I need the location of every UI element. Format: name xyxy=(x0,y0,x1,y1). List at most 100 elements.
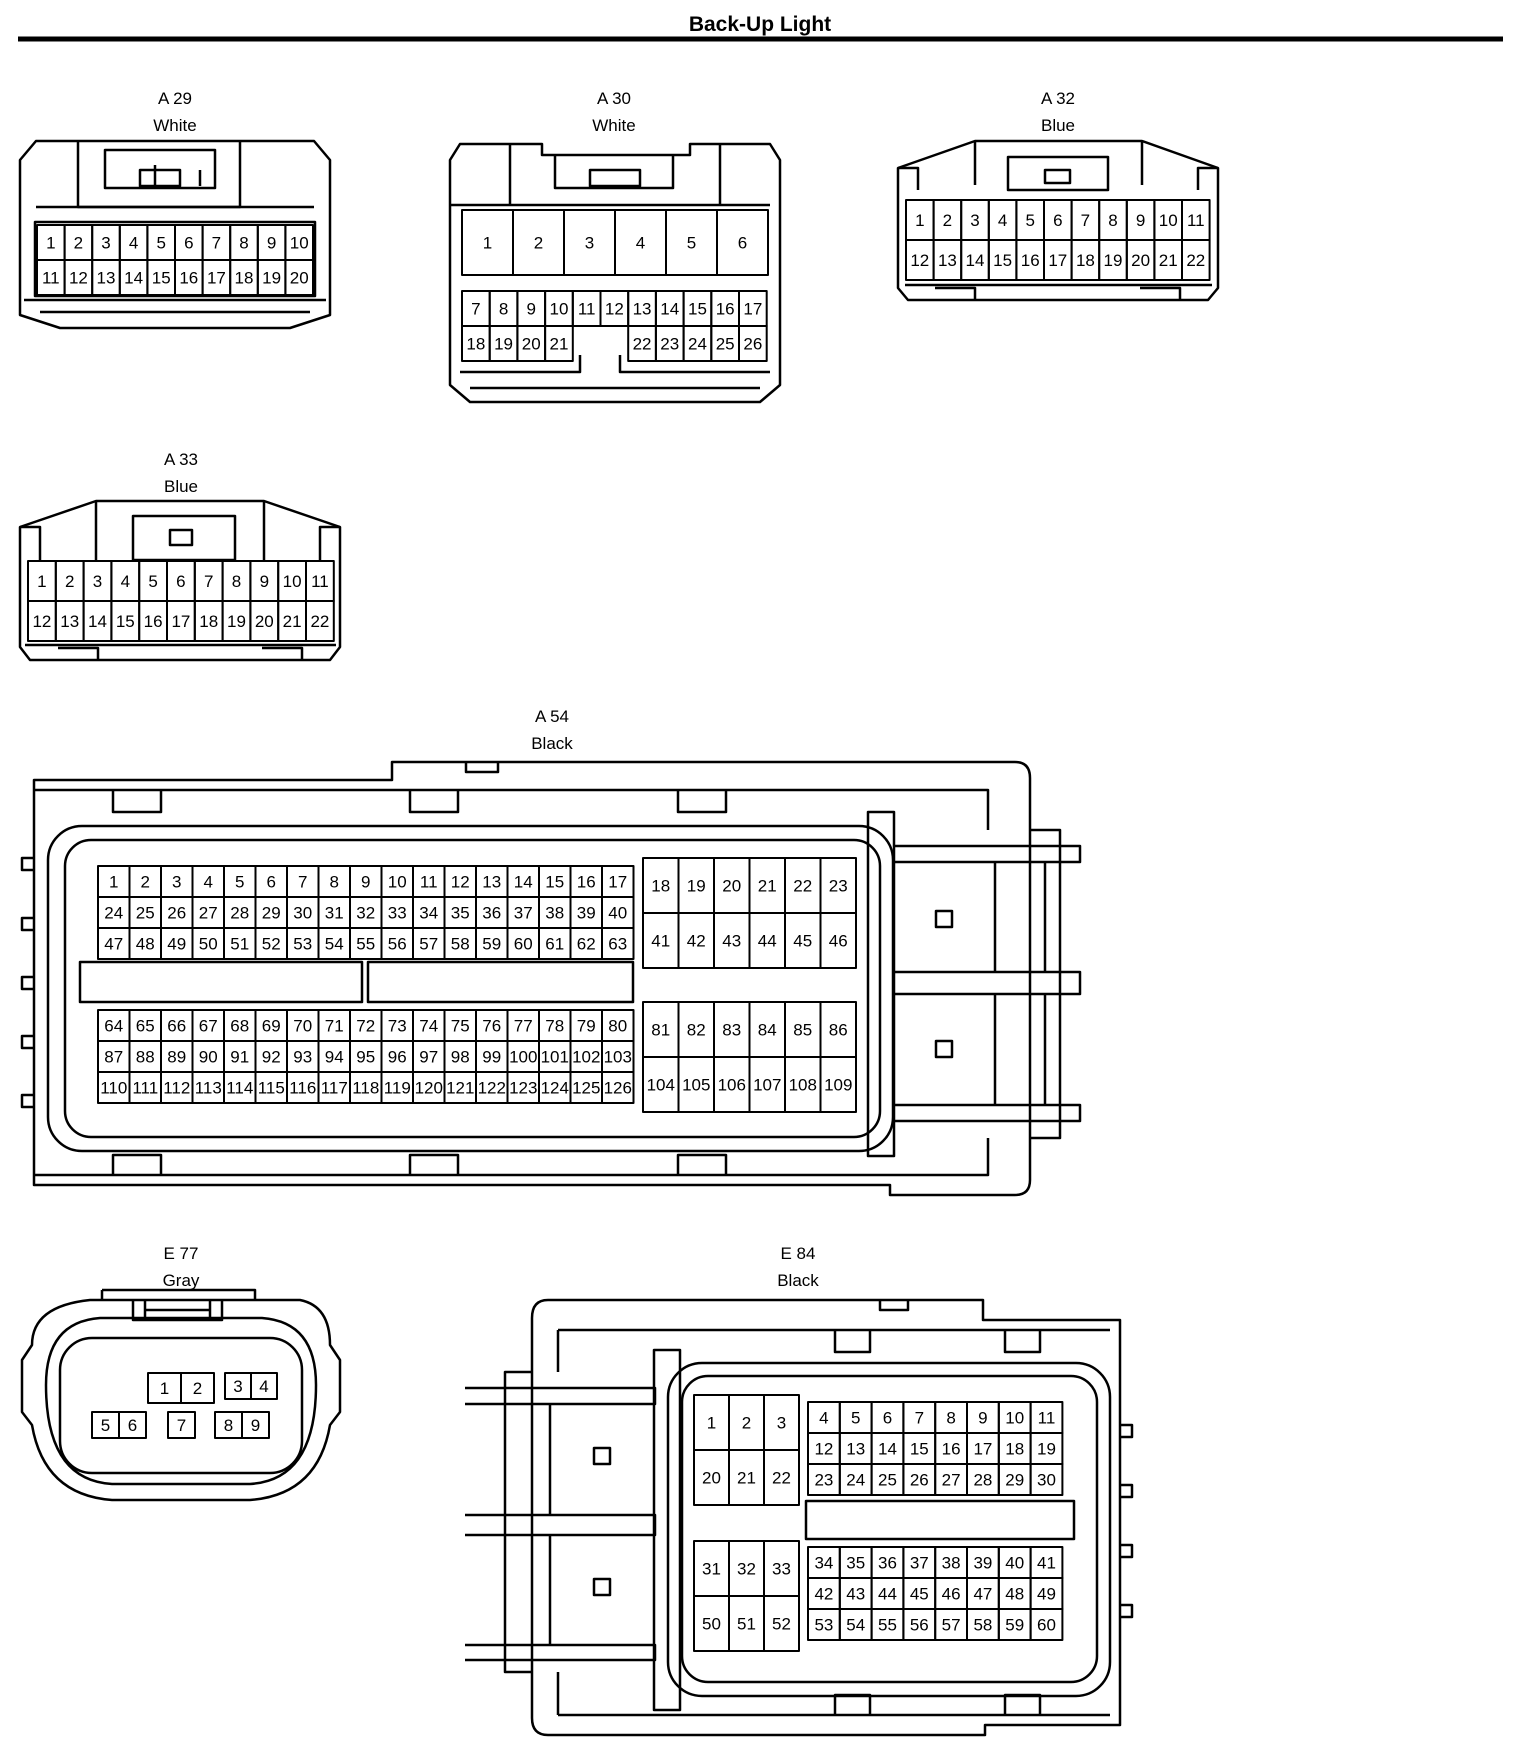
a54-pin-125: 125 xyxy=(572,1079,600,1098)
a30-pin-1: 1 xyxy=(483,234,492,253)
a54-pin-37: 37 xyxy=(514,904,533,923)
a30-pin-22: 22 xyxy=(633,335,652,354)
e84-pin-1: 1 xyxy=(707,1414,716,1433)
a54-pin-25: 25 xyxy=(136,904,155,923)
e84-pin-50: 50 xyxy=(702,1615,721,1634)
a54-pin-74: 74 xyxy=(419,1017,438,1036)
connector-a30-housing xyxy=(448,142,782,404)
a30-pin-26-box xyxy=(738,325,768,362)
e84-pin-25: 25 xyxy=(878,1471,897,1490)
a32-pin-20: 20 xyxy=(1131,251,1150,270)
e84-pin-19: 19 xyxy=(1037,1440,1056,1459)
connector-e84-marker-1 xyxy=(592,1446,612,1466)
e84-pin-55: 55 xyxy=(878,1616,897,1635)
a54-pin-102: 102 xyxy=(572,1048,600,1067)
a30-pin-25: 25 xyxy=(716,335,735,354)
e84-pin-43: 43 xyxy=(846,1585,865,1604)
e84-pin-44: 44 xyxy=(878,1585,897,1604)
a30-pin-15: 15 xyxy=(688,300,707,319)
e77-pin-6-box xyxy=(118,1411,147,1439)
a29-pin-7: 7 xyxy=(212,234,221,253)
connector-e84-inner-outer xyxy=(666,1361,1112,1698)
a33-pin-16: 16 xyxy=(144,612,163,631)
a54-pin-116: 116 xyxy=(289,1079,316,1098)
page-title: Back-Up Light xyxy=(689,13,831,36)
a54-pin-83: 83 xyxy=(722,1021,741,1040)
a54-pin-80: 80 xyxy=(608,1017,627,1036)
e84-pin-39: 39 xyxy=(973,1554,992,1573)
a30-pin-20: 20 xyxy=(522,335,541,354)
e84-pin-6: 6 xyxy=(883,1409,892,1428)
a54-pin-19: 19 xyxy=(687,877,706,896)
a29-pin-15: 15 xyxy=(152,269,171,288)
a54-pin-30: 30 xyxy=(293,904,312,923)
a54-pin-6: 6 xyxy=(267,873,276,892)
e77-pin-2: 2 xyxy=(193,1379,202,1398)
a54-pin-2: 2 xyxy=(141,873,150,892)
a29-pin-6: 6 xyxy=(184,234,193,253)
a54-pin-104: 104 xyxy=(647,1076,675,1095)
a54-pin-13: 13 xyxy=(482,873,501,892)
a33-pin-3: 3 xyxy=(93,572,102,591)
a54-pin-38: 38 xyxy=(545,904,564,923)
a29-pin-20: 20 xyxy=(290,269,309,288)
e77-pin-8: 8 xyxy=(224,1416,233,1435)
a54-pin-46-box xyxy=(819,912,857,969)
a54-pin-122: 122 xyxy=(478,1079,506,1098)
a54-pin-12: 12 xyxy=(451,873,470,892)
a54-pin-60: 60 xyxy=(514,935,533,954)
e77-pin-9: 9 xyxy=(251,1416,260,1435)
e84-pin-32: 32 xyxy=(737,1560,756,1579)
a30-pin-8: 8 xyxy=(499,300,508,319)
e84-pin-14: 14 xyxy=(878,1440,897,1459)
a54-pin-121: 121 xyxy=(446,1079,474,1098)
a54-pin-120: 120 xyxy=(415,1079,443,1098)
connector-e84-bottom-tabs xyxy=(833,1693,1042,1715)
a29-pin-5: 5 xyxy=(156,234,165,253)
connector-e84-housing xyxy=(530,1298,1122,1737)
e84-pin-30-box xyxy=(1029,1463,1064,1496)
a33-pin-4: 4 xyxy=(121,572,130,591)
a54-pin-115: 115 xyxy=(258,1079,285,1098)
a33-pin-21: 21 xyxy=(283,612,302,631)
a29-pin-18: 18 xyxy=(235,269,254,288)
e84-pin-31: 31 xyxy=(702,1560,721,1579)
a54-pin-32: 32 xyxy=(356,904,375,923)
connector-a54-top-rail xyxy=(34,788,990,1177)
e84-pin-5: 5 xyxy=(851,1409,860,1428)
a54-pin-26: 26 xyxy=(167,904,186,923)
a54-pin-51: 51 xyxy=(230,935,249,954)
a54-pin-47: 47 xyxy=(104,935,123,954)
connector-e84-color: Black xyxy=(777,1271,819,1290)
connector-a33-color: Blue xyxy=(164,477,198,496)
connector-a33-code: A 33 xyxy=(164,450,198,469)
connector-a32-color: Blue xyxy=(1041,116,1075,135)
e77-pin-6: 6 xyxy=(128,1416,137,1435)
a54-pin-73: 73 xyxy=(388,1017,407,1036)
a33-pin-7: 7 xyxy=(204,572,213,591)
e84-pin-33: 33 xyxy=(772,1560,791,1579)
connector-a54-color: Black xyxy=(531,734,573,753)
connector-e77-inner xyxy=(44,1316,318,1486)
e84-pin-41: 41 xyxy=(1037,1554,1056,1573)
a54-pin-61: 61 xyxy=(545,935,564,954)
a54-pin-45: 45 xyxy=(793,932,812,951)
e84-pin-18: 18 xyxy=(1005,1440,1024,1459)
a30-pin-9: 9 xyxy=(527,300,536,319)
a30-pin-18: 18 xyxy=(466,335,485,354)
connector-a30-code: A 30 xyxy=(597,89,631,108)
e84-pin-27: 27 xyxy=(942,1471,961,1490)
a54-pin-42: 42 xyxy=(687,932,706,951)
a54-pin-85: 85 xyxy=(793,1021,812,1040)
a30-pin-3: 3 xyxy=(585,234,594,253)
a54-pin-106: 106 xyxy=(718,1076,746,1095)
a29-pin-9: 9 xyxy=(267,234,276,253)
